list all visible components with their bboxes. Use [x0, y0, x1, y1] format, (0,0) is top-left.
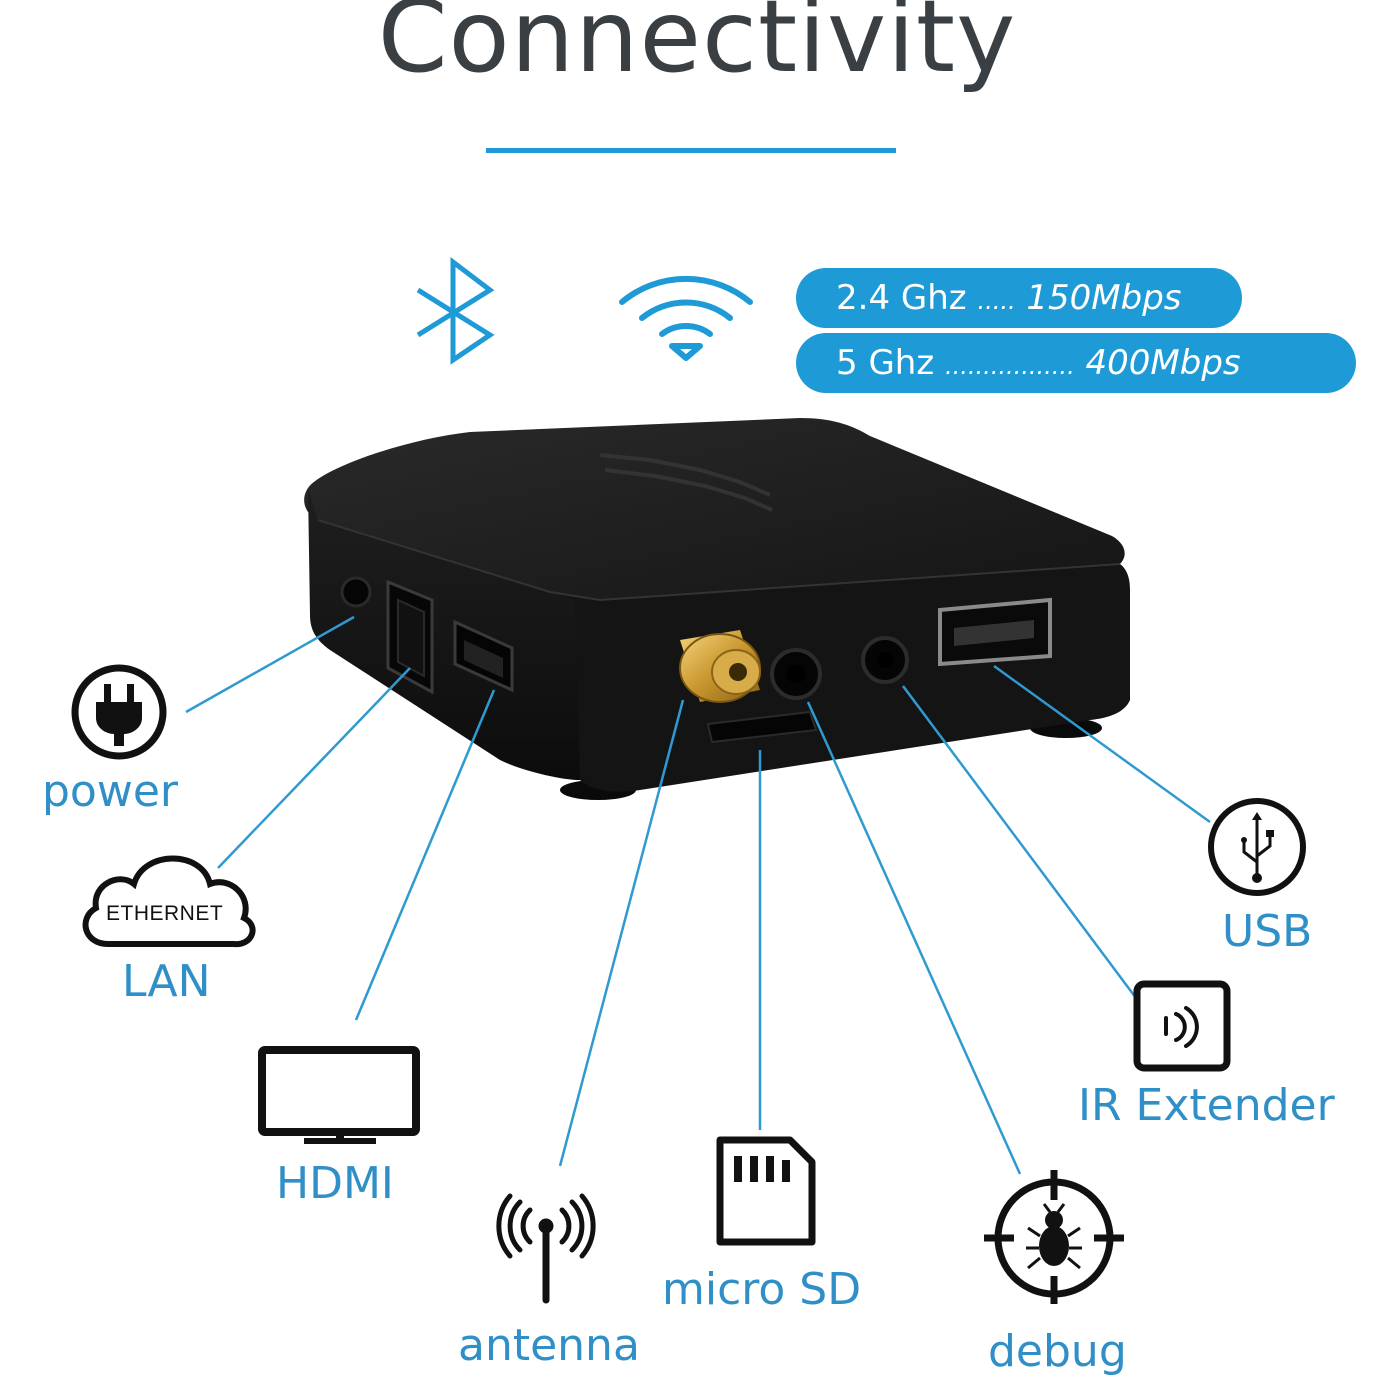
usb-icon [1208, 798, 1306, 896]
band-name: 5 Ghz [836, 343, 935, 383]
sma-connector [679, 630, 761, 703]
bug-target-icon [984, 1170, 1124, 1304]
power-plug-icon [71, 664, 167, 760]
ethernet-icon-text: ETHERNET [106, 902, 224, 925]
bluetooth-icon [416, 256, 495, 365]
label-debug: debug [988, 1326, 1127, 1377]
label-antenna: antenna [458, 1320, 640, 1371]
label-usb: USB [1222, 906, 1313, 957]
wifi-icon [619, 275, 753, 361]
monitor-icon [258, 1046, 420, 1144]
band-dots: ................. [945, 352, 1075, 380]
wifi-band-24ghz: 2.4 Ghz ..... 150Mbps [796, 268, 1242, 328]
band-dots: ..... [977, 287, 1016, 315]
antenna-icon [496, 1193, 596, 1304]
ir-icon [1133, 980, 1231, 1072]
page-title: Connectivity [377, 0, 1017, 95]
label-ir-extender: IR Extender [1078, 1080, 1335, 1131]
device-logo-icon [599, 453, 773, 512]
sd-card-icon [716, 1136, 816, 1246]
wifi-band-5ghz: 5 Ghz ................. 400Mbps [796, 333, 1356, 393]
band-rate: 150Mbps [1026, 278, 1182, 318]
label-power: power [42, 766, 178, 817]
label-micro-sd: micro SD [662, 1264, 862, 1315]
label-hdmi: HDMI [276, 1158, 394, 1209]
label-lan: LAN [122, 956, 211, 1007]
band-name: 2.4 Ghz [836, 278, 967, 318]
title-underline [486, 148, 896, 153]
leader-lines [185, 615, 1211, 1175]
device-box [304, 418, 1130, 800]
ethernet-cloud-icon [82, 855, 256, 948]
band-rate: 400Mbps [1085, 343, 1241, 383]
